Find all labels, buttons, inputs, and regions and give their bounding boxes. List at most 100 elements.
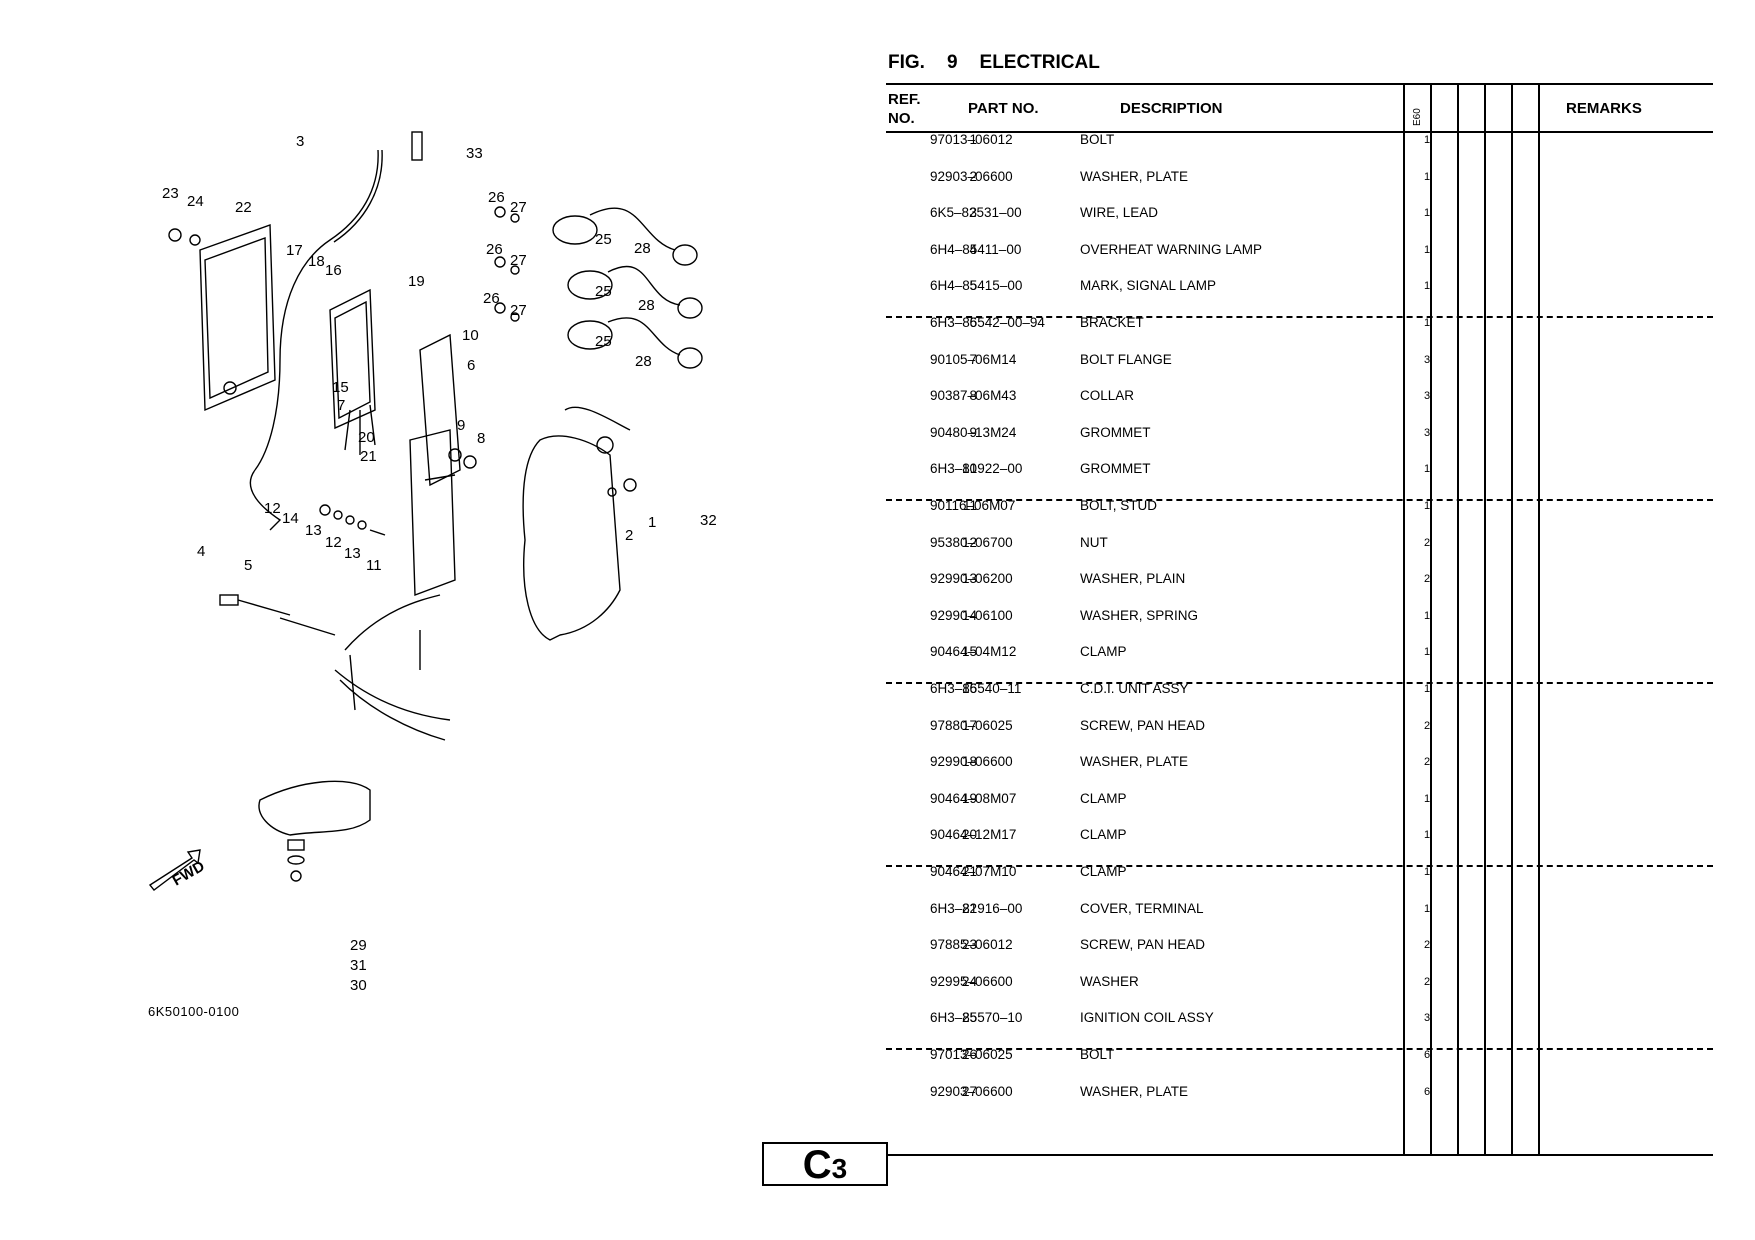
table-bottom-rule <box>886 1154 1713 1156</box>
callout: 15 <box>332 379 349 396</box>
part-number-cell: 92903–06600 <box>930 1083 1013 1099</box>
group-separator <box>886 316 1713 318</box>
column-divider <box>1511 84 1513 1154</box>
ref-cell: 19 <box>961 790 977 806</box>
ref-cell: 17 <box>961 717 977 733</box>
callout: 22 <box>235 199 252 216</box>
description-cell: SCREW, PAN HEAD <box>1080 717 1206 733</box>
quantity-cell: 1 <box>1423 317 1431 329</box>
part-number-cell: 6H3–85570–10 <box>930 1010 1023 1026</box>
ref-cell: 3 <box>969 205 977 221</box>
callout: 18 <box>308 253 325 270</box>
header-remarks: REMARKS <box>1566 100 1642 117</box>
column-divider <box>1538 84 1540 1154</box>
callout: 27 <box>510 252 527 269</box>
callout: 5 <box>244 557 252 574</box>
quantity-cell: 2 <box>1423 939 1431 952</box>
part-number-cell: 90387–06M43 <box>930 388 1017 404</box>
callout: 25 <box>595 283 612 300</box>
ref-cell: 1 <box>969 132 977 147</box>
part-number-cell: 95380–06700 <box>930 534 1013 550</box>
header-part-no: PART NO. <box>968 100 1039 117</box>
callout: 10 <box>462 327 479 344</box>
part-number-cell: 92990–06100 <box>930 607 1013 623</box>
description-cell: BOLT <box>1080 132 1115 147</box>
description-cell: CLAMP <box>1080 790 1127 806</box>
quantity-cell: 3 <box>1423 390 1431 403</box>
column-divider <box>1457 84 1459 1154</box>
callout: 14 <box>282 510 299 527</box>
description-cell: GROMMET <box>1080 461 1151 477</box>
table-top-rule <box>886 83 1713 85</box>
part-number-cell: 97885–06012 <box>930 937 1013 953</box>
callout: 23 <box>162 185 179 202</box>
header-description: DESCRIPTION <box>1120 100 1223 117</box>
ref-cell: 23 <box>961 937 977 953</box>
fig-number: 9 <box>946 52 958 73</box>
callout: 24 <box>187 193 204 210</box>
ref-cell: 18 <box>961 754 977 770</box>
part-number-cell: 6H3–81916–00 <box>930 900 1023 916</box>
part-number-cell: 90464–08M07 <box>930 790 1017 806</box>
part-number-cell: 6H4–85415–00 <box>930 278 1023 294</box>
ref-cell: 9 <box>969 424 977 440</box>
callout: 31 <box>350 957 367 974</box>
ref-cell: 5 <box>969 278 977 294</box>
quantity-cell: 1 <box>1423 500 1431 512</box>
part-number-cell: 92995–06600 <box>930 973 1013 989</box>
quantity-cell: 1 <box>1423 829 1431 842</box>
quantity-cell: 1 <box>1423 683 1431 695</box>
callout: 19 <box>408 273 425 290</box>
ref-cell: 20 <box>961 827 977 843</box>
group-separator <box>886 1048 1713 1050</box>
fwd-label: FWD <box>170 858 208 890</box>
description-cell: WASHER, PLAIN <box>1080 571 1186 587</box>
ref-cell: 26 <box>961 1047 977 1062</box>
ref-cell: 24 <box>961 973 977 989</box>
callout: 32 <box>700 512 717 529</box>
ref-cell: 7 <box>969 351 977 367</box>
group-separator <box>886 682 1713 684</box>
ref-cell: 12 <box>961 534 977 550</box>
callout: 13 <box>305 522 322 539</box>
callout: 12 <box>325 534 342 551</box>
page-number-badge: C3 <box>762 1142 888 1186</box>
ref-cell: 4 <box>969 241 977 257</box>
callout: 30 <box>350 977 367 994</box>
page-number: 3 <box>831 1153 848 1184</box>
description-cell: GROMMET <box>1080 424 1151 440</box>
description-cell: BOLT FLANGE <box>1080 351 1172 367</box>
description-cell: BOLT <box>1080 1047 1115 1062</box>
part-number-cell: 92990–06600 <box>930 754 1013 770</box>
column-divider <box>1484 84 1486 1154</box>
callout: 11 <box>366 557 382 574</box>
description-cell: WASHER, PLATE <box>1080 754 1189 770</box>
part-number-cell: 6K5–82531–00 <box>930 205 1022 221</box>
callout: 20 <box>358 429 375 446</box>
ref-cell: 14 <box>961 607 977 623</box>
ref-cell: 6 <box>969 315 977 330</box>
quantity-cell: 1 <box>1423 866 1431 878</box>
callout: 9 <box>457 417 465 434</box>
quantity-cell: 1 <box>1423 280 1431 293</box>
quantity-cell: 3 <box>1423 353 1431 366</box>
column-divider <box>1403 84 1405 1154</box>
header-ref: REF. <box>888 91 921 108</box>
quantity-cell: 1 <box>1423 134 1431 146</box>
callout: 28 <box>635 353 652 370</box>
callout: 17 <box>286 242 303 259</box>
ref-cell: 25 <box>961 1010 977 1026</box>
page-letter: C <box>802 1143 832 1187</box>
part-number-cell: 90464–12M17 <box>930 827 1017 843</box>
callout: 27 <box>510 302 527 319</box>
callout: 7 <box>337 397 345 414</box>
